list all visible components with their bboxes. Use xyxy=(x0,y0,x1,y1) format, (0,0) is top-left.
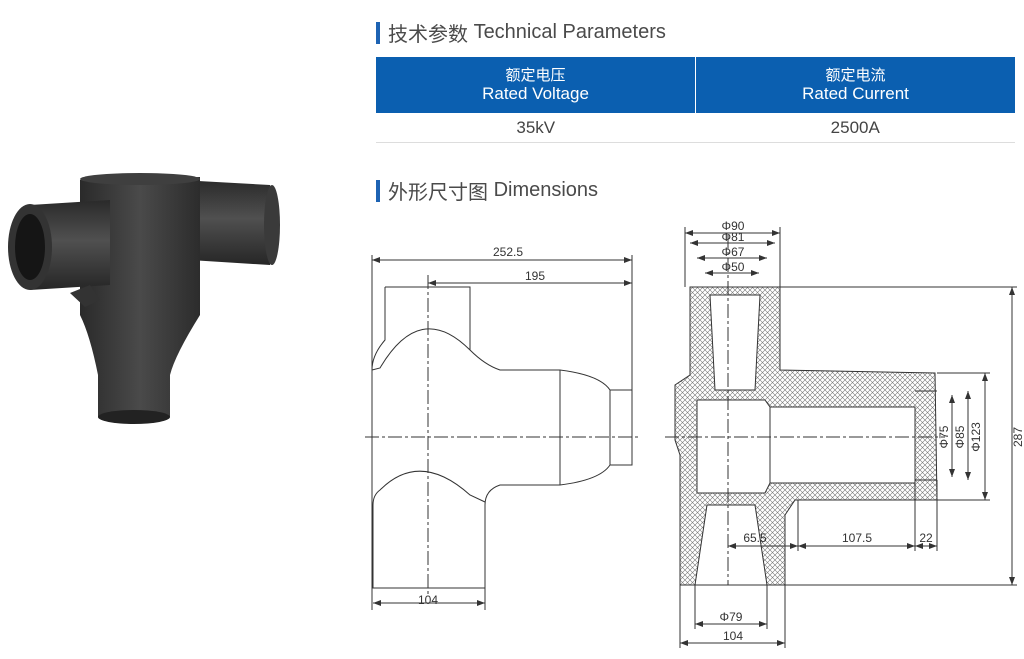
dim-height-287: 287 xyxy=(1011,427,1024,447)
dim-center-length: 195 xyxy=(525,269,545,283)
heading-cn: 技术参数 xyxy=(388,24,468,46)
header-en: Rated Voltage xyxy=(482,84,589,103)
dim-phi90: Φ90 xyxy=(722,219,745,233)
section-view-drawing: Φ90 Φ81 Φ67 Φ50 287 Φ123 Φ85 Φ75 65.5 10… xyxy=(665,219,1024,648)
header-cn: 额定电流 xyxy=(825,67,886,84)
dim-phi85: Φ85 xyxy=(953,425,967,448)
dim-phi75: Φ75 xyxy=(937,425,951,448)
header-cn: 额定电压 xyxy=(505,67,566,84)
dim-base-104: 104 xyxy=(723,629,743,643)
heading-cn: 外形尺寸图 xyxy=(388,182,488,204)
heading-en: Dimensions xyxy=(493,179,599,201)
dimensions-heading: 外形尺寸图 Dimensions xyxy=(376,176,598,205)
dim-107-5: 107.5 xyxy=(842,531,872,545)
rated-current-value: 2500A xyxy=(830,118,880,137)
dim-base-width: 104 xyxy=(418,593,438,607)
dim-phi79: Φ79 xyxy=(720,610,743,624)
dim-65-5: 65.5 xyxy=(743,531,767,545)
dim-22: 22 xyxy=(919,531,933,545)
heading-en: Technical Parameters xyxy=(473,21,666,43)
product-photo xyxy=(8,173,280,424)
dim-phi50: Φ50 xyxy=(722,260,745,274)
dim-phi81: Φ81 xyxy=(722,230,745,244)
dim-phi67: Φ67 xyxy=(722,245,745,259)
rated-voltage-value: 35kV xyxy=(516,118,556,137)
heading-accent-bar xyxy=(376,21,380,44)
header-en: Rated Current xyxy=(802,84,909,103)
table-row: 35kV 2500A xyxy=(376,113,1015,143)
technical-parameters-heading: 技术参数 Technical Parameters xyxy=(376,18,666,47)
heading-accent-bar xyxy=(376,179,380,202)
dim-overall-length: 252.5 xyxy=(493,245,523,259)
side-view-drawing: 252.5 195 104 xyxy=(365,245,640,610)
dim-phi123: Φ123 xyxy=(969,422,983,452)
